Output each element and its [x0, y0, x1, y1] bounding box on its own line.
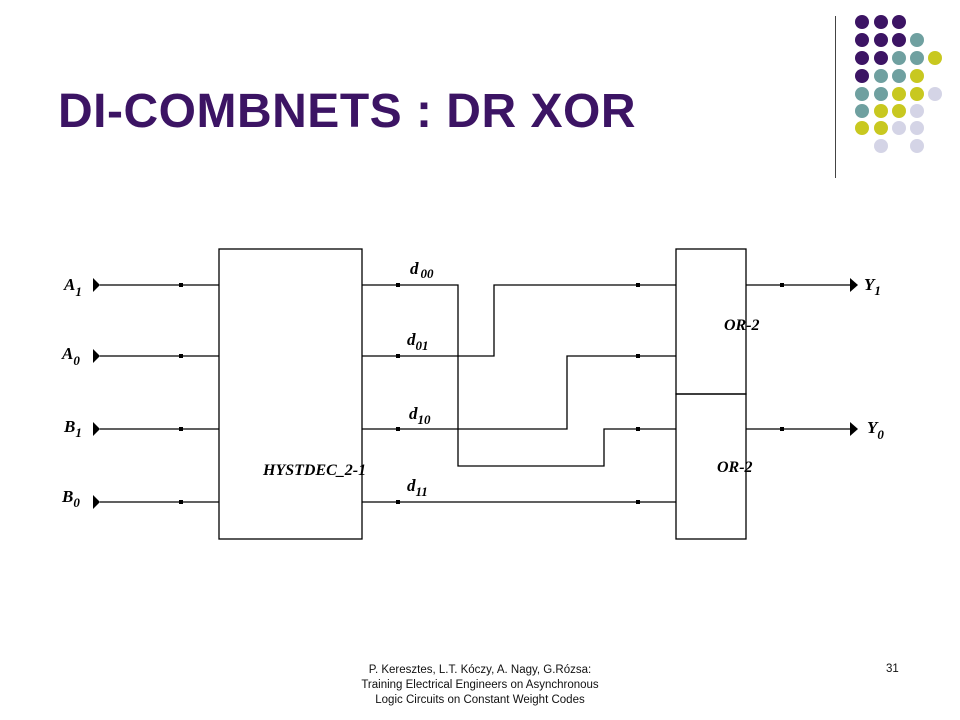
- input-label-a0: A0: [61, 344, 80, 368]
- port-marker: [179, 354, 183, 358]
- dot: [910, 139, 924, 153]
- page-number: 31: [886, 663, 899, 675]
- port-marker: [179, 283, 183, 287]
- footer-line: Training Electrical Engineers on Asynchr…: [361, 679, 599, 691]
- port-marker: [396, 500, 400, 504]
- slide-title: DI-COMBNETS : DR XOR: [58, 85, 636, 138]
- dot: [892, 15, 906, 29]
- footer-line: Logic Circuits on Constant Weight Codes: [375, 694, 585, 706]
- dot: [892, 33, 906, 47]
- input-arrow-a0: [93, 349, 100, 363]
- port-marker: [396, 427, 400, 431]
- dot: [874, 15, 888, 29]
- input-label-b0: B0: [61, 487, 80, 510]
- dot: [874, 104, 888, 118]
- dot: [874, 69, 888, 83]
- dot: [874, 139, 888, 153]
- dot: [928, 51, 942, 65]
- port-marker: [396, 354, 400, 358]
- dot: [892, 121, 906, 135]
- output-label-y1: Y1: [864, 275, 881, 298]
- port-marker: [179, 500, 183, 504]
- port-marker: [780, 283, 784, 287]
- dot: [928, 87, 942, 101]
- decoder-label: HYSTDEC_2-1: [262, 462, 366, 479]
- dot: [910, 33, 924, 47]
- input-arrow-a1: [93, 278, 100, 292]
- decoder-block: [218, 248, 363, 540]
- footer-citation: P. Keresztes, L.T. Kóczy, A. Nagy, G.Róz…: [300, 663, 660, 708]
- dot: [910, 104, 924, 118]
- dot: [855, 51, 869, 65]
- dot: [874, 51, 888, 65]
- port-marker: [636, 283, 640, 287]
- port-marker: [636, 427, 640, 431]
- dot: [855, 87, 869, 101]
- dot: [855, 121, 869, 135]
- dot: [892, 104, 906, 118]
- input-arrow-b0: [93, 495, 100, 509]
- output-label-y0: Y0: [867, 418, 884, 442]
- output-arrow-y1: [850, 278, 858, 292]
- port-marker: [636, 354, 640, 358]
- dot: [910, 69, 924, 83]
- or-gate-top-label: OR-2: [724, 317, 760, 334]
- decorative-divider: [835, 16, 836, 178]
- dot: [855, 33, 869, 47]
- dot: [892, 69, 906, 83]
- output-arrow-y0: [850, 422, 858, 436]
- decoder-output-label-d10: d10: [409, 404, 431, 427]
- footer-line: P. Keresztes, L.T. Kóczy, A. Nagy, G.Róz…: [368, 664, 592, 676]
- or-gate-bottom-label: OR-2: [717, 459, 753, 476]
- port-marker: [636, 500, 640, 504]
- dot: [855, 104, 869, 118]
- wire-d00: [362, 284, 676, 467]
- dot: [910, 121, 924, 135]
- port-marker: [780, 427, 784, 431]
- dot: [874, 33, 888, 47]
- input-label-a1: A1: [63, 275, 82, 299]
- dot: [910, 51, 924, 65]
- or-gate-bottom: [675, 393, 747, 540]
- decoder-output-label-d01: d01: [407, 330, 429, 353]
- dot: [892, 87, 906, 101]
- input-arrow-b1: [93, 422, 100, 436]
- decoder-output-label-d11: d11: [407, 476, 428, 499]
- input-label-b1: B1: [63, 417, 82, 440]
- dot: [892, 51, 906, 65]
- dot: [855, 69, 869, 83]
- dot: [874, 87, 888, 101]
- dot: [874, 121, 888, 135]
- port-marker: [179, 427, 183, 431]
- wire-d01: [362, 284, 676, 357]
- dot: [910, 87, 924, 101]
- wire-d10: [362, 355, 676, 430]
- port-marker: [396, 283, 400, 287]
- dot: [855, 15, 869, 29]
